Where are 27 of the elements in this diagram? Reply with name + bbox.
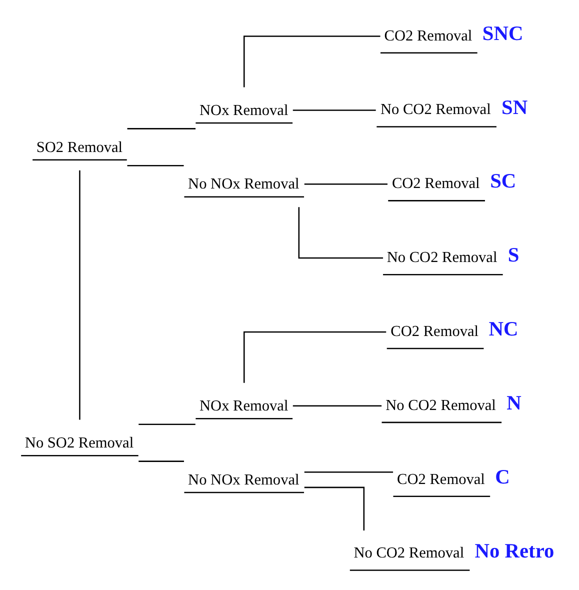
node-text: NOx Removal [199, 397, 288, 414]
connector [78, 170, 80, 420]
node-text: CO2 Removal NC [390, 318, 518, 341]
connector [304, 486, 364, 531]
node-text: No SO2 Removal [24, 434, 134, 452]
node-text: No CO2 Removal No Retro [353, 540, 554, 562]
connector [304, 183, 387, 185]
node-text: No CO2 Removal SN [380, 96, 528, 119]
connector [138, 460, 184, 462]
connector [126, 128, 196, 130]
node-text: CO2 Removal SC [391, 170, 516, 193]
node-text: NOx Removal [199, 102, 288, 119]
node-text: No NOx Removal [188, 176, 299, 193]
node-text: SO2 Removal [36, 138, 122, 156]
connector [242, 36, 380, 88]
node-text: CO2 Removal SNC [384, 22, 523, 45]
node-text: CO2 Removal C [396, 466, 510, 488]
connector [304, 472, 393, 473]
connector [292, 405, 382, 407]
node-text: No CO2 Removal N [385, 392, 521, 414]
connector [292, 110, 376, 111]
connector [242, 331, 386, 383]
node-text: No NOx Removal [188, 471, 299, 488]
connector [298, 207, 383, 259]
node-text: No CO2 Removal S [386, 244, 519, 267]
connector [126, 165, 184, 166]
connector [138, 424, 195, 425]
